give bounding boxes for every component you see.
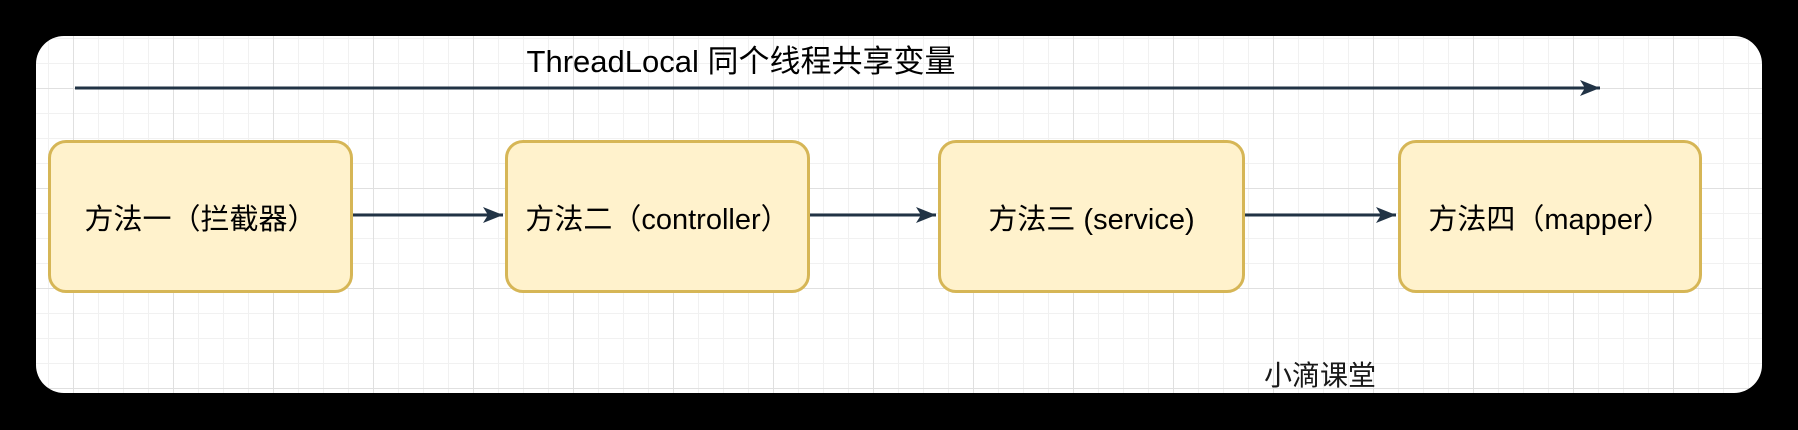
node-method-1-interceptor: 方法一（拦截器） <box>48 140 353 293</box>
node-label: 方法三 (service) <box>988 203 1195 236</box>
node-method-4-mapper: 方法四（mapper） <box>1398 140 1702 293</box>
node-method-3-service: 方法三 (service) <box>938 140 1245 293</box>
diagram-canvas: ThreadLocal 同个线程共享变量 方法一（拦截器） 方法二（contro… <box>36 36 1762 393</box>
arrow-layer <box>75 80 1600 223</box>
node-label: 方法四（mapper） <box>1428 203 1672 236</box>
diagram-title: ThreadLocal 同个线程共享变量 <box>526 44 956 79</box>
node-label: 方法一（拦截器） <box>84 203 317 236</box>
node-label: 方法二（controller） <box>525 203 790 236</box>
watermark-text: 小滴课堂 <box>1263 360 1376 391</box>
node-method-2-controller: 方法二（controller） <box>505 140 810 293</box>
